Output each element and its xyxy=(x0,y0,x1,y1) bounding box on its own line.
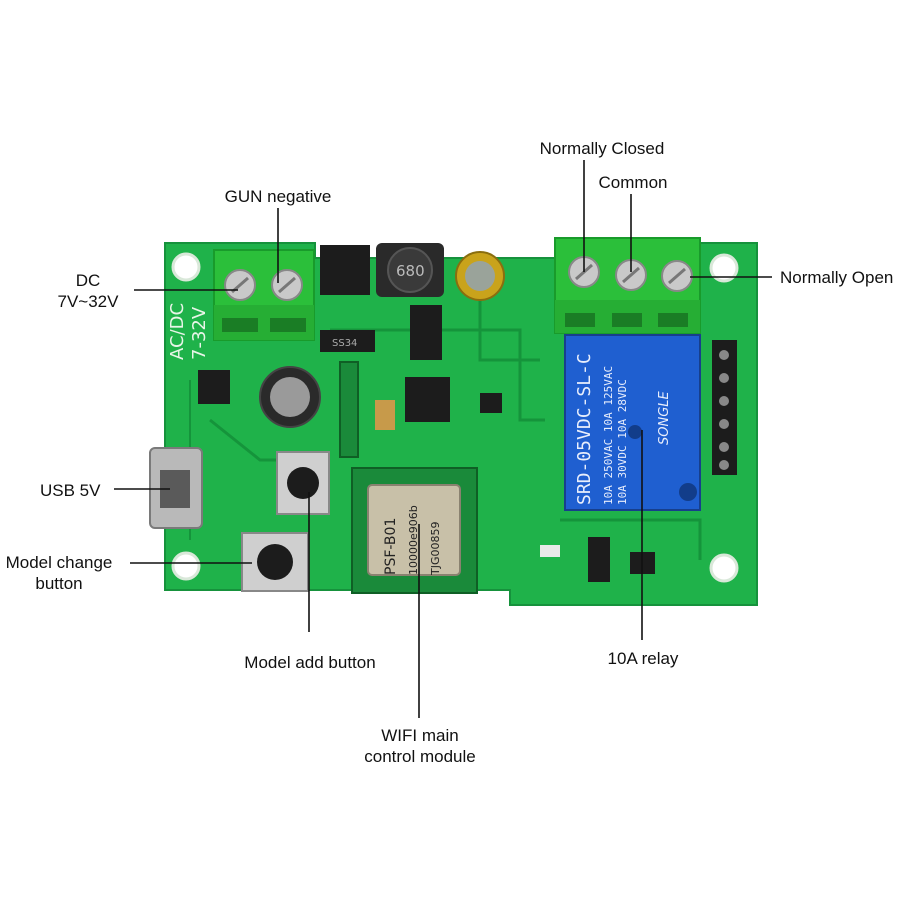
label-dc-line-2: 7V~32V xyxy=(57,292,119,311)
usb-port xyxy=(149,447,203,529)
relay-model: SRD-05VDC-SL-C xyxy=(574,353,595,505)
wifi-module: PSF-B01 10000e906b TJG00859 xyxy=(351,467,478,594)
label-common: Common xyxy=(598,173,668,192)
label-normally-closed: Normally Closed xyxy=(539,139,665,158)
inductor-code: 680 xyxy=(396,262,425,280)
module-line-1: PSF-B01 xyxy=(383,518,399,575)
relay-rating-1: 10A 250VAC 10A 125VAC xyxy=(602,366,615,505)
module-line-3: TJG00859 xyxy=(429,522,442,576)
label-model-change-line-1: Model change xyxy=(5,553,113,572)
label-relay: 10A relay xyxy=(607,649,679,668)
model-change-button-part xyxy=(241,532,309,592)
silk-voltage: 7-32V xyxy=(189,306,210,360)
label-wifi-line-1: WIFI main xyxy=(381,726,459,745)
label-wifi-line-2: control module xyxy=(364,747,476,766)
relay-rating-2: 10A 30VDC 10A 28VDC xyxy=(616,379,629,505)
relay-terminal-block xyxy=(554,237,701,334)
silk-ac-dc: AC/DC xyxy=(167,303,188,360)
label-model-change-line-2: button xyxy=(35,574,83,593)
diode-code: SS34 xyxy=(332,338,357,349)
leader-lines xyxy=(114,160,772,718)
label-gun-negative: GUN negative xyxy=(224,187,332,206)
pin-header xyxy=(712,340,737,475)
label-usb: USB 5V xyxy=(40,481,101,500)
label-model-change: Model change button xyxy=(0,552,118,594)
relay: SRD-05VDC-SL-C 10A 250VAC 10A 125VAC 10A… xyxy=(564,334,701,511)
label-model-add: Model add button xyxy=(244,653,376,672)
label-dc: DC 7V~32V xyxy=(48,270,128,312)
model-add-button-part xyxy=(276,451,330,515)
label-wifi: WIFI main control module xyxy=(350,725,490,767)
module-line-2: 10000e906b xyxy=(407,505,420,575)
mounting-holes xyxy=(171,252,739,583)
label-normally-open: Normally Open xyxy=(780,268,894,287)
label-dc-line-1: DC xyxy=(75,271,101,290)
dc-terminal-block xyxy=(213,249,315,341)
top-components: 680 SS34 xyxy=(198,243,505,458)
relay-brand: SONGLE xyxy=(657,390,672,445)
silkscreen-voltage: AC/DC 7-32V xyxy=(167,303,210,360)
